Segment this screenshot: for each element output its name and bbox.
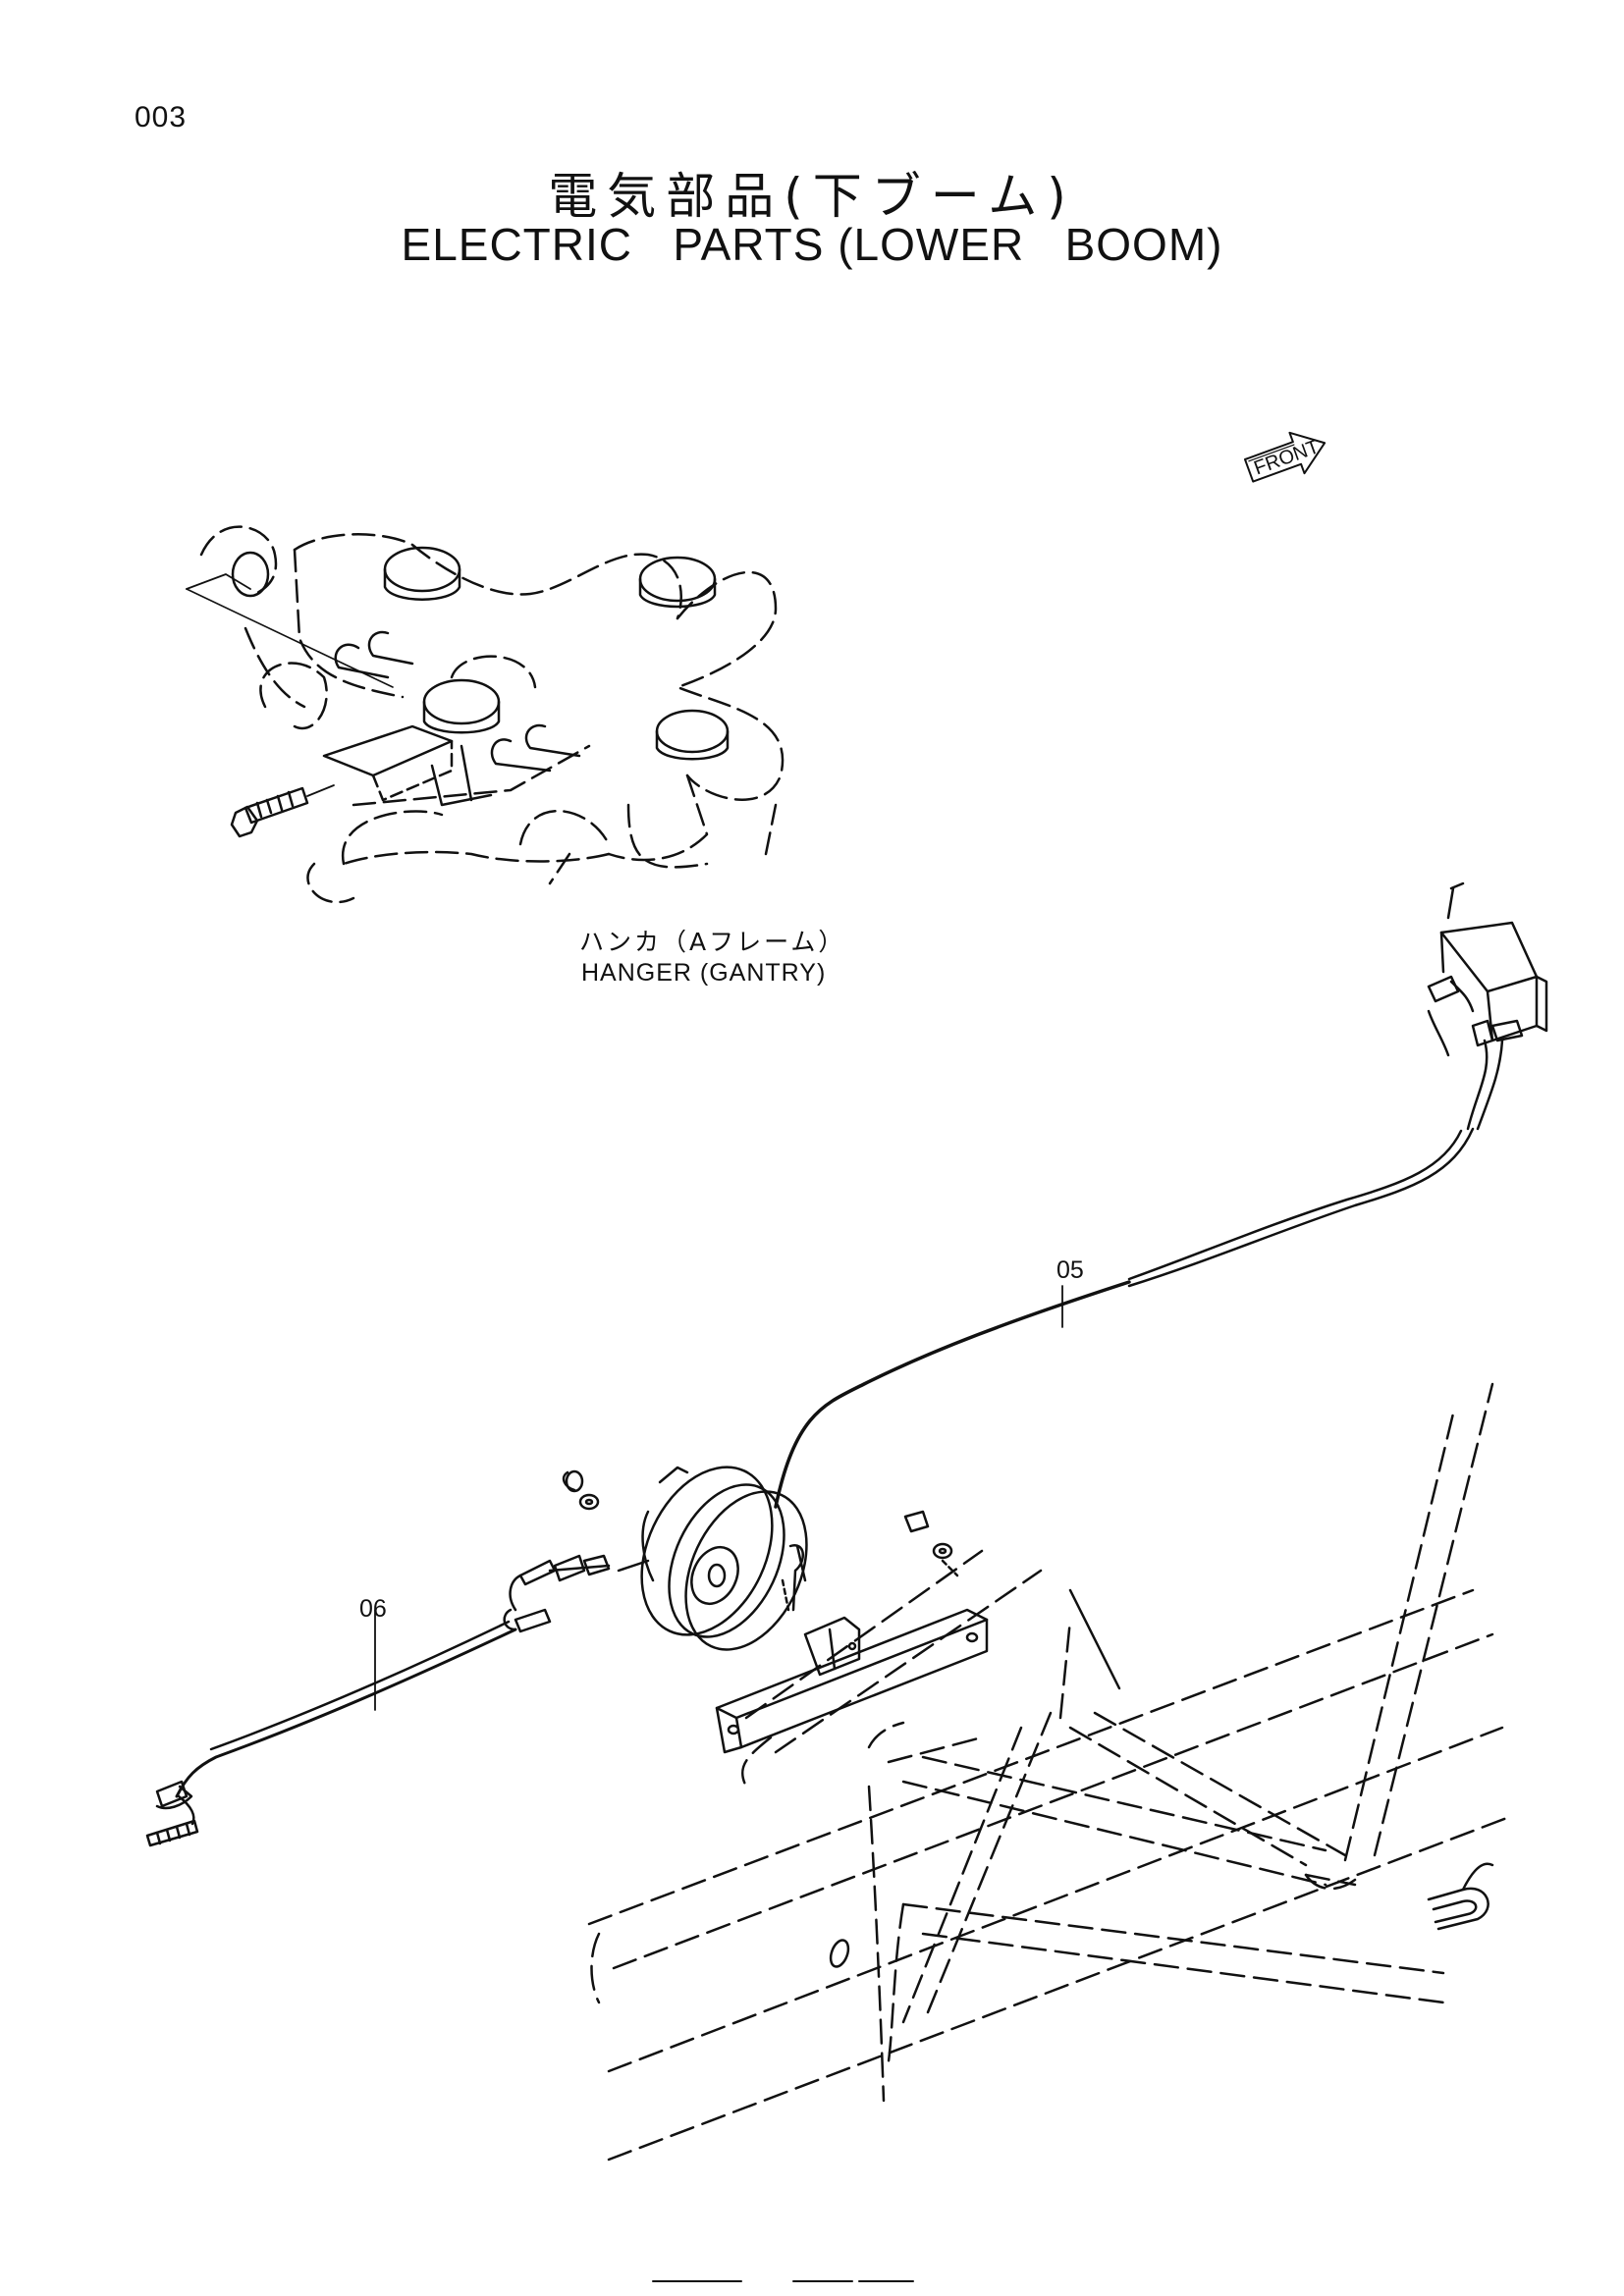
- hanger-label-japanese: ハンカ（Aフレーム）: [579, 928, 846, 956]
- part-callout-05: 05: [1056, 1256, 1084, 1284]
- cable-reel-drawing: [562, 1466, 808, 1651]
- harness-05-drawing: [774, 881, 1548, 1509]
- boom-hole-icon: [829, 1939, 850, 1968]
- u-bolt-icon: [1427, 1862, 1494, 1931]
- page-number: 003: [135, 101, 188, 133]
- page-title-english: ELECTRIC PARTS (LOWER BOOM): [401, 219, 1223, 270]
- harness-06-drawing: [145, 1554, 650, 1847]
- front-label: FRONT: [1251, 436, 1322, 479]
- part-callout-06: 06: [359, 1595, 387, 1623]
- page-title-japanese: 電気部品(下ブーム): [548, 168, 1076, 225]
- bolt-icon: [230, 784, 335, 838]
- hanger-label-english: HANGER (GANTRY): [581, 959, 827, 987]
- front-arrow-icon: FRONT: [1244, 431, 1326, 483]
- mounting-bracket-drawing: [715, 1510, 989, 1754]
- lower-boom-drawing: [587, 1382, 1514, 2162]
- hanger-gantry-drawing: [186, 525, 785, 904]
